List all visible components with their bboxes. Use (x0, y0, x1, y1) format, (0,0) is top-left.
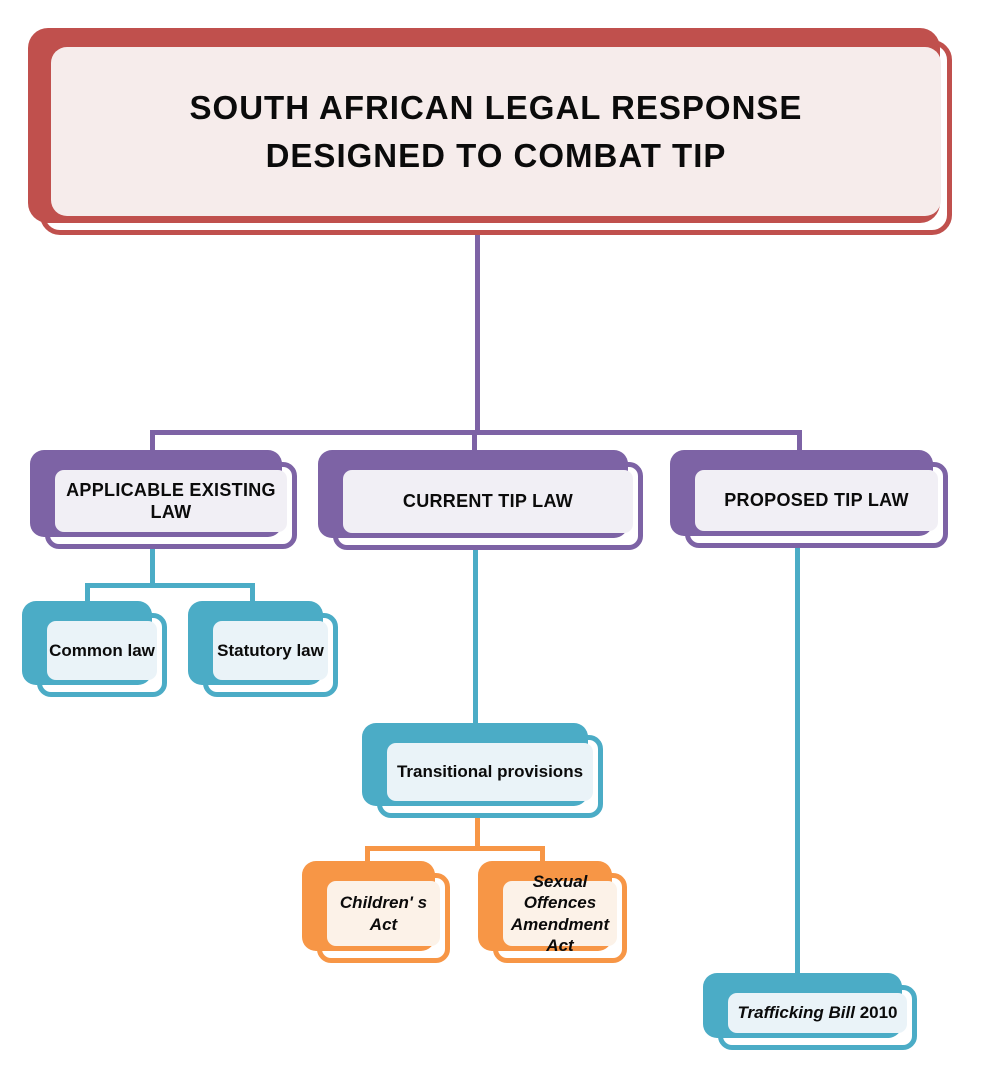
connector-drop-statutory-law (250, 583, 255, 602)
node-title-fill: SOUTH AFRICAN LEGAL RESPONSE DESIGNED TO… (51, 47, 941, 216)
connector-acts-horizontal (365, 846, 545, 851)
node-fill: Children' s Act (327, 881, 440, 946)
node-label-sexual-offences-amendment-act: Sexual Offences Amendment Act (510, 872, 610, 955)
node-fill: Trafficking Bill 2010 (728, 993, 907, 1033)
node-sexual-offences-amendment-act: Sexual Offences Amendment Act (478, 861, 627, 963)
node-proposed-tip-law: PROPOSED TIP LAW (670, 450, 948, 548)
node-label-childrens-act: Children' s Act (339, 893, 428, 934)
node-fill: CURRENT TIP LAW (343, 470, 633, 533)
node-label-current-tip-law: CURRENT TIP LAW (402, 491, 574, 512)
node-fill: Statutory law (213, 621, 328, 680)
node-fill: PROPOSED TIP LAW (695, 470, 938, 531)
page-title-line1: SOUTH AFRICAN LEGAL RESPONSE (189, 88, 803, 126)
connector-level2-horizontal (150, 430, 802, 435)
node-label-applicable-existing-law: APPLICABLE EXISTING LAW (66, 479, 276, 523)
node-current-tip-law: CURRENT TIP LAW (318, 450, 643, 550)
connector-drop-sexual-offences (540, 846, 545, 862)
node-statutory-law: Statutory law (188, 601, 338, 697)
node-fill: Transitional provisions (387, 743, 593, 801)
node-common-law: Common law (22, 601, 167, 697)
node-fill: Sexual Offences Amendment Act (503, 872, 617, 955)
connector-applicable-horizontal (85, 583, 255, 588)
node-title: SOUTH AFRICAN LEGAL RESPONSE DESIGNED TO… (28, 28, 952, 235)
node-label-trafficking-bill: Trafficking Bill 2010 (737, 1003, 897, 1023)
node-childrens-act: Children' s Act (302, 861, 450, 963)
connector-drop-applicable (150, 430, 155, 452)
node-transitional-provisions: Transitional provisions (362, 723, 603, 818)
connector-drop-current (472, 434, 477, 454)
node-applicable-existing-law: APPLICABLE EXISTING LAW (30, 450, 297, 549)
connector-title-vertical (475, 233, 480, 434)
connector-proposed-vertical (795, 546, 800, 975)
node-fill: Common law (47, 621, 157, 680)
node-label-statutory-law: Statutory law (217, 640, 324, 660)
connector-current-vertical (473, 548, 478, 724)
node-fill: APPLICABLE EXISTING LAW (55, 470, 287, 532)
node-label-transitional-provisions: Transitional provisions (396, 762, 584, 782)
node-label-proposed-tip-law: PROPOSED TIP LAW (724, 490, 909, 511)
trafficking-bill-italic-part: Trafficking Bill (737, 1003, 855, 1022)
connector-drop-common-law (85, 583, 90, 602)
connector-applicable-vertical (150, 547, 155, 585)
node-trafficking-bill: Trafficking Bill 2010 (703, 973, 917, 1050)
page-title: SOUTH AFRICAN LEGAL RESPONSE DESIGNED TO… (190, 84, 803, 180)
connector-drop-proposed (797, 430, 802, 452)
connector-transitional-vertical (475, 816, 480, 848)
connector-drop-childrens-act (365, 846, 370, 862)
trafficking-bill-year: 2010 (859, 1003, 898, 1022)
page-title-line2: DESIGNED TO COMBAT TIP (265, 136, 727, 174)
node-label-common-law: Common law (49, 640, 155, 660)
